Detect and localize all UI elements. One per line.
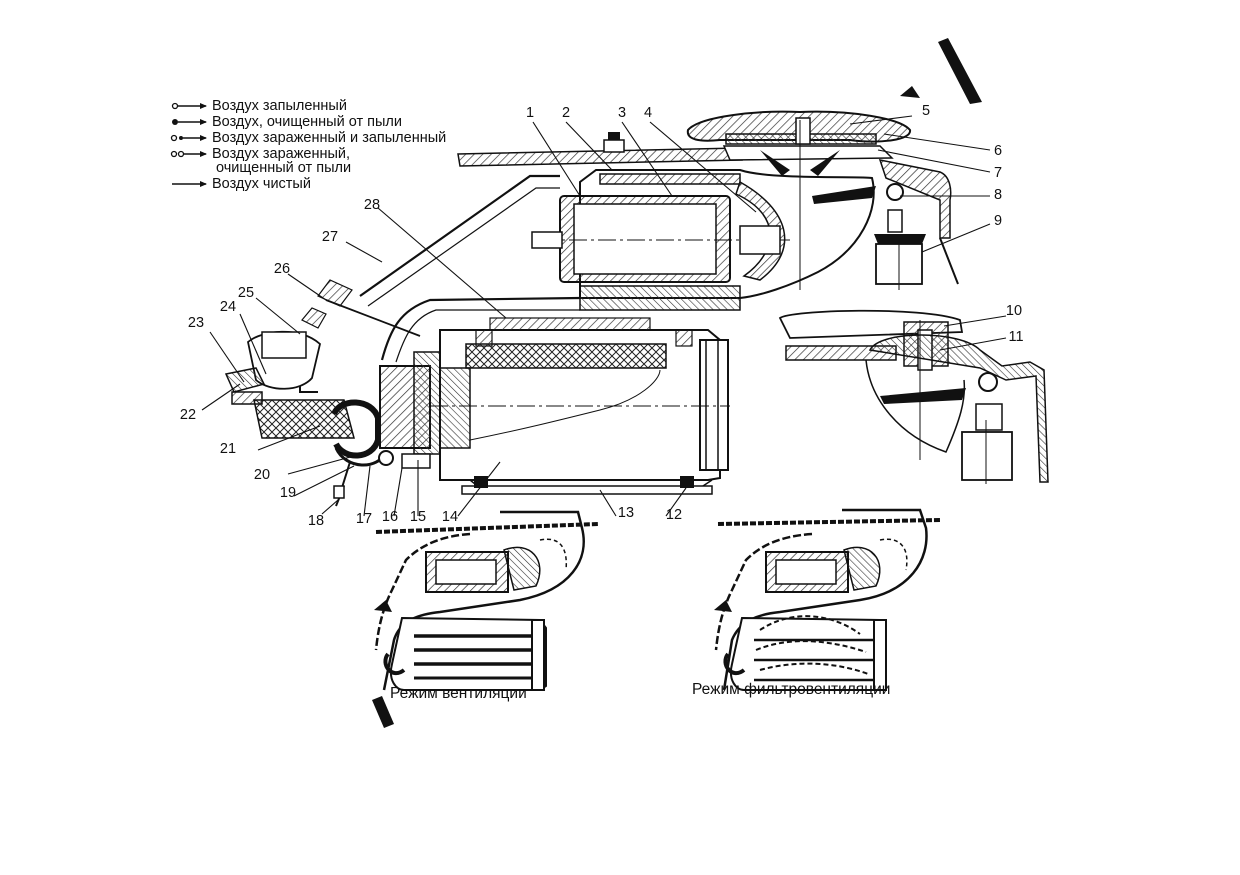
callout-17: 17	[355, 511, 373, 527]
callout-13: 13	[617, 505, 635, 521]
callout-23: 23	[187, 315, 205, 331]
callout-15: 15	[409, 509, 427, 525]
fan-assembly	[531, 120, 875, 311]
callout-11: 11	[1008, 329, 1024, 345]
callout-4: 4	[643, 105, 653, 121]
legend: Воздух запыленный Воздух, очищенный от п…	[170, 98, 530, 192]
arrow-plain-icon	[172, 181, 207, 187]
arrow-two-circles-one-icon	[170, 134, 207, 142]
callout-25: 25	[237, 285, 255, 301]
callout-1: 1	[525, 105, 535, 121]
callout-21: 21	[219, 441, 237, 457]
callout-5: 5	[921, 103, 931, 119]
legend-label: Воздух зараженный и запыленный	[212, 130, 447, 146]
callout-2: 2	[561, 105, 571, 121]
callout-18: 18	[307, 513, 325, 529]
callout-9: 9	[993, 213, 1003, 229]
legend-item-contaminated-dusty: Воздух зараженный и запыленный	[170, 130, 530, 146]
callout-27: 27	[321, 229, 339, 245]
legend-label: Воздух запыленный	[212, 98, 347, 114]
legend-label: Воздух чистый	[212, 176, 311, 192]
callout-7: 7	[993, 165, 1003, 181]
arrow-filled-dot-icon	[172, 119, 207, 125]
callout-6: 6	[993, 143, 1003, 159]
callout-24: 24	[219, 299, 237, 315]
callout-26: 26	[273, 261, 291, 277]
callout-16: 16	[381, 509, 399, 525]
callout-28: 28	[363, 197, 381, 213]
callout-22: 22	[179, 407, 197, 423]
intake-cap	[686, 110, 911, 161]
caption-filter-ventilation-mode: Режим фильтровентиляции	[692, 681, 891, 698]
callout-20: 20	[253, 467, 271, 483]
callout-3: 3	[617, 105, 627, 121]
callout-12: 12	[665, 507, 683, 523]
legend-item-cleaned: Воздух, очищенный от пыли	[170, 114, 530, 130]
valve-detail-view	[778, 309, 1049, 484]
callout-8: 8	[993, 187, 1003, 203]
ventilation-mode-diagram	[374, 510, 599, 691]
callout-19: 19	[279, 485, 297, 501]
filter-left-parts	[224, 367, 394, 507]
legend-item-contaminated-cleaned: Воздух зараженный, очищенный от пыли	[170, 146, 530, 176]
filter-ventilation-mode-diagram	[714, 508, 941, 691]
legend-label: Воздух зараженный,	[212, 146, 351, 162]
callout-10: 10	[1005, 303, 1023, 319]
legend-label: Воздух, очищенный от пыли	[212, 114, 402, 130]
arrow-two-circles-icon	[170, 150, 207, 158]
legend-item-dusty: Воздух запыленный	[170, 98, 530, 114]
corner-mark	[900, 38, 982, 104]
legend-label-cont: очищенный от пыли	[216, 160, 352, 176]
filter-body	[379, 317, 730, 495]
valve-housing	[812, 159, 959, 290]
leader-lines	[201, 115, 1007, 517]
arrow-open-dot-icon	[171, 102, 207, 110]
corner-mark	[372, 696, 394, 728]
legend-item-clean: Воздух чистый	[170, 176, 530, 192]
callout-14: 14	[441, 509, 459, 525]
air-duct	[247, 174, 581, 393]
caption-ventilation-mode: Режим вентиляции	[390, 685, 527, 702]
